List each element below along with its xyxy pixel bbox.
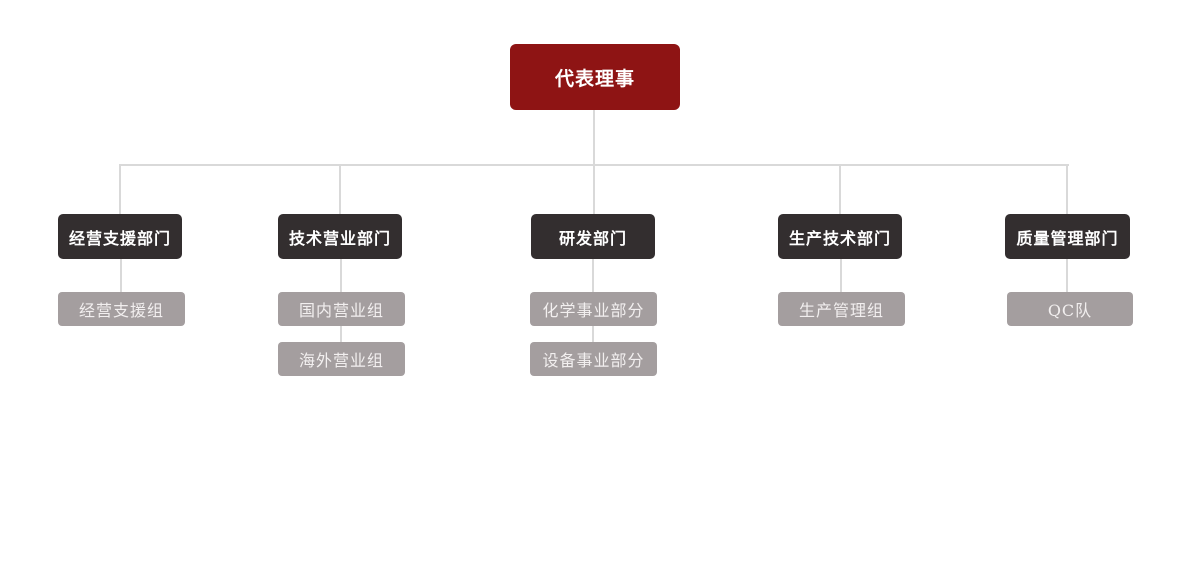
connector-drop-branch-1	[119, 164, 121, 214]
org-node-team-overseas-sales: 海外营业组	[278, 342, 405, 376]
org-node-dept-rnd: 研发部门	[531, 214, 655, 259]
org-node-dept-technical-sales: 技术营业部门	[278, 214, 402, 259]
connector-stem-branch-5	[1066, 259, 1068, 292]
org-node-dept-management-support: 经营支援部门	[58, 214, 182, 259]
org-node-root: 代表理事	[510, 44, 680, 110]
connector-root-stem	[593, 110, 595, 166]
connector-drop-branch-3	[593, 164, 595, 214]
connector-drop-branch-2	[339, 164, 341, 214]
connector-stem-branch-4	[840, 259, 842, 292]
connector-drop-branch-4	[839, 164, 841, 214]
org-node-team-management-support: 经营支援组	[58, 292, 185, 326]
org-node-team-production-management: 生产管理组	[778, 292, 905, 326]
connector-drop-branch-5	[1066, 164, 1068, 214]
connector-stem-branch-1	[120, 259, 122, 292]
org-node-team-equipment-division: 设备事业部分	[530, 342, 657, 376]
org-node-team-chemical-division: 化学事业部分	[530, 292, 657, 326]
org-node-team-qc: QC队	[1007, 292, 1133, 326]
org-node-dept-quality-management: 质量管理部门	[1005, 214, 1130, 259]
org-node-team-domestic-sales: 国内营业组	[278, 292, 405, 326]
org-node-dept-production-tech: 生产技术部门	[778, 214, 902, 259]
